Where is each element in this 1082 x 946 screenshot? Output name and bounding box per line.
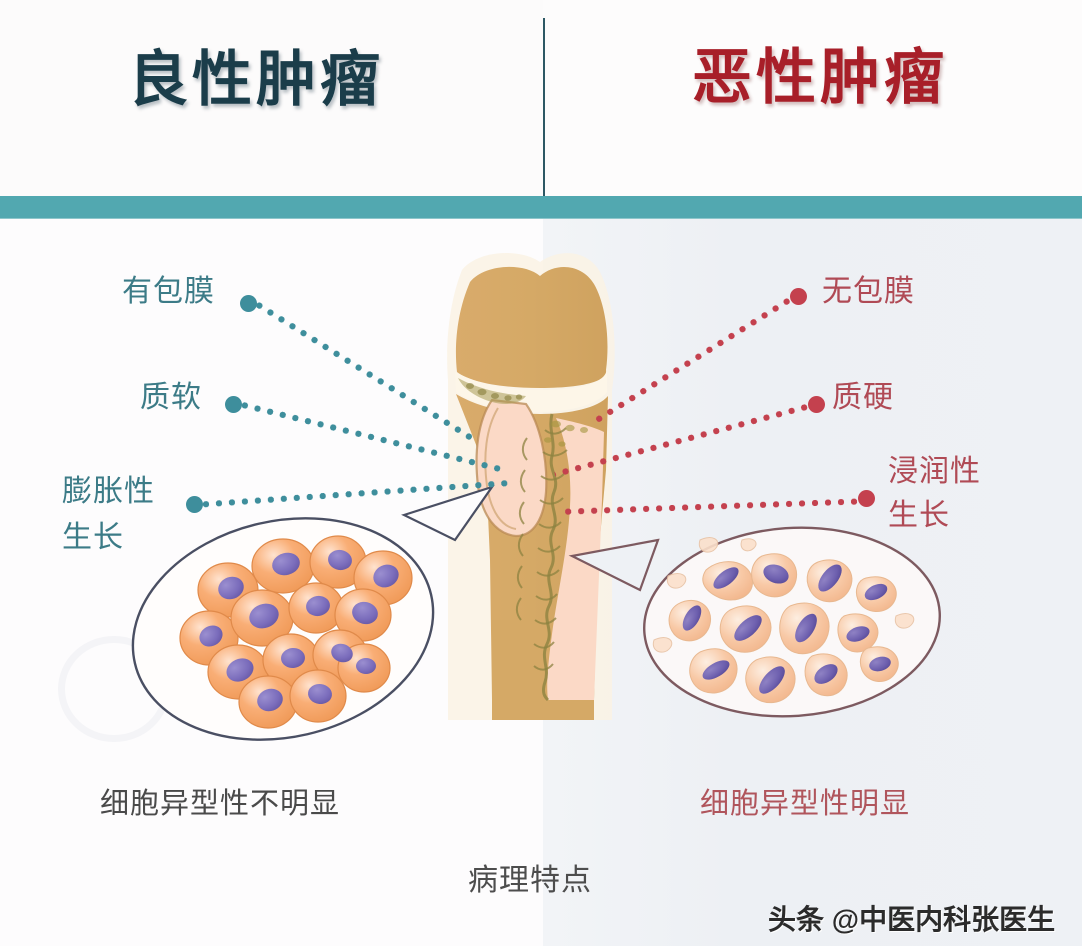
benign-label-soft: 质软 [140,381,202,414]
benign-dot-capsule [240,295,257,312]
malignant-cell-callout [568,526,941,718]
malignant-caption: 细胞异型性明显 [700,788,911,820]
teal-accent-bar [0,196,1082,219]
malignant-dot-hard [808,396,825,413]
malignant-title: 恶性肿瘤 [692,45,948,111]
malignant-dot-no-capsule [790,288,807,305]
malignant-nuclei [682,564,891,694]
benign-cells [179,535,413,729]
benign-label-capsule: 有包膜 [122,275,215,308]
header-vertical-divider [543,18,545,210]
malignant-dot-infiltrative [858,490,875,507]
benign-caption: 细胞异型性不明显 [100,788,341,820]
benign-cell-callout [131,484,495,741]
source-watermark: 头条 @中医内科张医生 [768,904,1056,935]
benign-title: 良性肿瘤 [128,47,384,113]
benign-dot-soft [225,396,242,413]
benign-dot-expansive [186,496,203,513]
benign-label-expansive-1: 膨胀性 [62,475,155,508]
benign-label-expansive-2: 生长 [62,521,124,554]
malignant-label-hard: 质硬 [832,381,894,414]
malignant-label-infiltrative-1: 浸润性 [888,455,981,488]
header-band-right [543,0,1082,196]
malignant-label-infiltrative-2: 生长 [888,499,950,532]
malignant-label-no-capsule: 无包膜 [822,275,915,308]
center-caption-pathology: 病理特点 [468,864,592,897]
